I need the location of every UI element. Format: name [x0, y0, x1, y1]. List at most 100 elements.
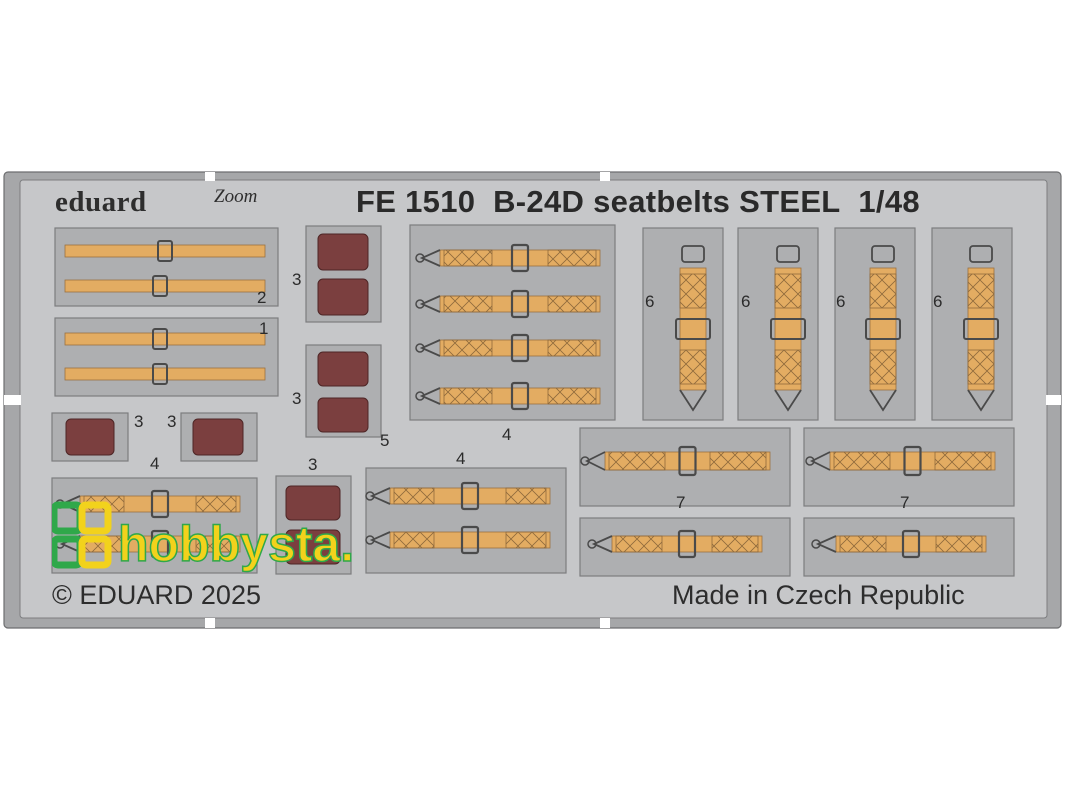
part-label-3: 3	[308, 455, 318, 474]
product-code: FE 1510	[356, 184, 476, 219]
belt-pad	[869, 349, 897, 385]
belt-end-hook	[419, 295, 441, 313]
part-label-6: 6	[933, 292, 943, 311]
anchor-ring	[580, 456, 590, 466]
belt-pad	[547, 295, 597, 313]
belt-strap	[64, 332, 266, 346]
belt-pad	[443, 249, 493, 267]
part-label-2: 2	[257, 288, 267, 307]
belt-strap	[64, 279, 266, 293]
buckle	[678, 445, 697, 477]
buckle	[510, 243, 530, 273]
buckle	[152, 363, 168, 385]
part-label-1: 1	[259, 319, 269, 338]
anchor-ring	[365, 535, 375, 545]
belt-clip	[871, 245, 895, 263]
origin-text: Made in Czech Republic	[672, 580, 965, 610]
buckle	[460, 481, 480, 511]
part-label-3: 3	[292, 270, 302, 289]
belt-pad	[443, 387, 493, 405]
buckle	[152, 328, 168, 350]
zoom-logo: Zoom	[214, 186, 258, 207]
buckle	[901, 529, 921, 559]
seat-pad	[192, 418, 244, 456]
buckle	[865, 318, 901, 340]
seat-pad	[317, 351, 369, 387]
seat-pad	[285, 485, 341, 521]
buckle	[677, 529, 697, 559]
part-label-4: 4	[150, 454, 160, 473]
belt-end-hook	[369, 531, 391, 549]
buckle	[770, 318, 806, 340]
part-label-6: 6	[741, 292, 751, 311]
anchor-ring	[415, 253, 425, 263]
belt-pad	[679, 349, 707, 385]
belt-clip	[969, 245, 993, 263]
anchor-ring	[415, 299, 425, 309]
buckle	[150, 529, 170, 559]
buckle	[460, 525, 480, 555]
belt-pad	[774, 273, 802, 309]
belt-pad	[547, 387, 597, 405]
belt-end-hook	[369, 487, 391, 505]
belt-pad	[709, 451, 767, 471]
belt-end-hook	[419, 249, 441, 267]
fret-title: FE 1510 B-24D seatbelts STEEL 1/48	[356, 184, 920, 220]
eduard-logo: eduard	[55, 186, 147, 218]
part-label-3: 3	[292, 389, 302, 408]
part-label-5: 5	[380, 431, 390, 450]
belt-pad	[547, 339, 597, 357]
product-name: B-24D seatbelts STEEL	[493, 184, 841, 219]
belt-end-hook	[809, 451, 831, 471]
belt-pad	[608, 451, 666, 471]
belt-pad	[443, 295, 493, 313]
seat-pad	[317, 397, 369, 433]
belt-pad	[774, 349, 802, 385]
belt-pad	[393, 487, 435, 505]
belt-pad	[869, 273, 897, 309]
belt-pad	[505, 487, 547, 505]
belt-pad	[195, 495, 237, 513]
belt-pad	[393, 531, 435, 549]
belt-end-hook	[419, 339, 441, 357]
seat-pad	[317, 233, 369, 271]
buckle	[150, 489, 170, 519]
belt-pad	[547, 249, 597, 267]
belt-end-hook	[419, 387, 441, 405]
belt-pad	[934, 451, 992, 471]
belt-pad	[967, 349, 995, 385]
buckle	[510, 333, 530, 363]
belt-pad	[833, 451, 891, 471]
buckle	[903, 445, 922, 477]
belt-end-hook	[774, 389, 802, 412]
buckle	[675, 318, 711, 340]
part-label-6: 6	[836, 292, 846, 311]
belt-pad	[935, 535, 983, 553]
belt-end-hook	[967, 389, 995, 412]
belt-pad	[615, 535, 663, 553]
part-label-6: 6	[645, 292, 655, 311]
belt-end-hook	[869, 389, 897, 412]
hobbysta-watermark: hobbysta.pl	[52, 501, 352, 573]
belt-clip	[776, 245, 800, 263]
part-pocket	[365, 467, 567, 574]
belt-strap	[64, 244, 266, 258]
buckle	[152, 275, 168, 297]
belt-pad	[443, 339, 493, 357]
part-label-3: 3	[167, 412, 177, 431]
belt-pad	[505, 531, 547, 549]
part-label-4: 4	[456, 449, 466, 468]
buckle	[157, 240, 173, 262]
watermark-text: hobbysta.pl	[118, 516, 352, 572]
part-label-7: 7	[676, 493, 686, 512]
seat-pad	[285, 529, 341, 565]
belt-pad	[839, 535, 887, 553]
belt-pad	[967, 273, 995, 309]
anchor-ring	[415, 343, 425, 353]
part-label-4: 4	[502, 425, 512, 444]
seat-pad	[317, 278, 369, 316]
watermark-logo-icon	[52, 501, 112, 569]
seat-pad	[65, 418, 115, 456]
anchor-ring	[811, 539, 821, 549]
